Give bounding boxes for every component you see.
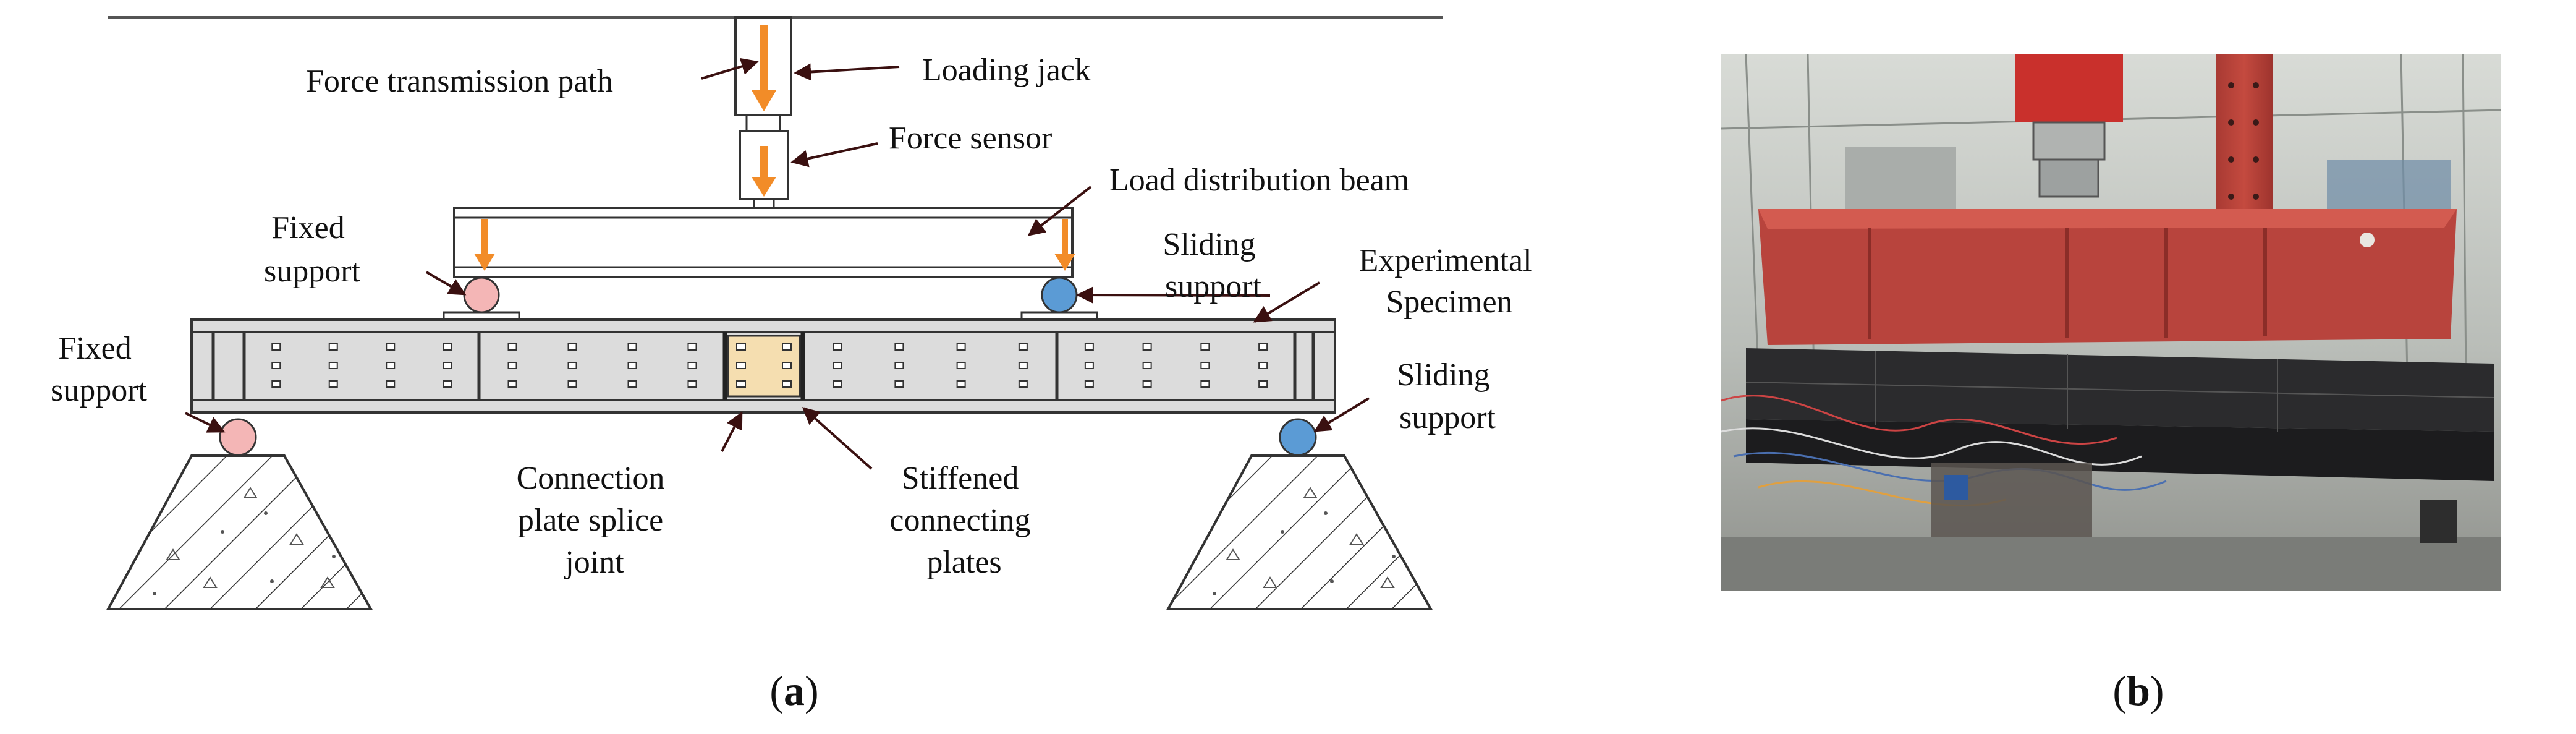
test-setup-photo	[1721, 54, 2501, 591]
load-distribution-beam	[453, 207, 1074, 278]
bolt-hole	[1084, 380, 1094, 388]
bolt-hole	[956, 343, 966, 351]
sliding-support-bottom-roller	[1279, 418, 1317, 456]
bolt-hole	[1084, 362, 1094, 369]
bolt-hole	[956, 362, 966, 369]
bolt-hole	[1084, 343, 1094, 351]
leader-lines	[185, 58, 1370, 470]
label-fixed-support-top: Fixed support	[264, 210, 361, 289]
panel-b-photo	[1721, 54, 2501, 591]
bolt-hole	[894, 362, 904, 369]
bolt-hole	[1018, 343, 1028, 351]
caption-b: (b)	[2112, 667, 2164, 714]
bolt-hole	[1018, 380, 1028, 388]
bolt-hole	[833, 343, 842, 351]
bolt-hole	[687, 380, 697, 388]
bolt-hole	[1200, 343, 1210, 351]
bolt-hole	[328, 380, 338, 388]
photo-red-jack	[2015, 54, 2123, 122]
fixed-support-top-roller	[463, 276, 500, 314]
label-stiffened-connecting-plates: Stiffened connecting plates	[889, 461, 1038, 580]
panel-a-schematic: Force transmission path Loading jack For…	[51, 16, 1540, 714]
caption-a: (a)	[769, 667, 818, 714]
bolt-hole	[627, 343, 637, 351]
bolt-hole	[1142, 380, 1152, 388]
bolt-hole	[1142, 343, 1152, 351]
photo-red-beam	[1758, 209, 2457, 345]
bolt-hole	[328, 343, 338, 351]
bolt-hole	[687, 343, 697, 351]
label-sliding-support-bottom: Sliding support	[1397, 357, 1498, 435]
bolt-hole	[1258, 362, 1268, 369]
bolt-hole	[328, 362, 338, 369]
bolt-hole	[271, 362, 281, 369]
bolt-hole	[894, 343, 904, 351]
sliding-support-top-roller	[1041, 276, 1078, 314]
bolt-hole	[507, 380, 517, 388]
bolt-hole	[443, 343, 452, 351]
label-loading-jack: Loading jack	[922, 53, 1091, 88]
bolt-hole	[1200, 362, 1210, 369]
label-force-transmission-path: Force transmission path	[306, 64, 613, 99]
bolt-hole	[833, 362, 842, 369]
bolt-hole	[894, 380, 904, 388]
bolt-hole	[386, 380, 396, 388]
bolt-hole	[1018, 362, 1028, 369]
bolt-hole	[833, 380, 842, 388]
left-concrete-pedestal	[106, 454, 373, 610]
bolt-hole	[956, 380, 966, 388]
bolt-hole	[567, 362, 577, 369]
bolt-hole	[271, 380, 281, 388]
bolt-hole	[1258, 380, 1268, 388]
bolt-hole	[627, 380, 637, 388]
experimental-specimen	[190, 318, 1336, 414]
bolt-hole	[386, 362, 396, 369]
right-concrete-pedestal	[1166, 454, 1433, 610]
bolt-hole	[1142, 362, 1152, 369]
bolt-hole	[1200, 380, 1210, 388]
label-load-distribution-beam: Load distribution beam	[1109, 163, 1409, 198]
bolt-hole	[386, 343, 396, 351]
bolt-hole	[567, 343, 577, 351]
bolt-hole	[627, 362, 637, 369]
bolt-hole	[1258, 343, 1268, 351]
label-sliding-support-top: Sliding support	[1163, 227, 1263, 304]
bolt-hole	[687, 362, 697, 369]
bolt-hole	[271, 343, 281, 351]
bolt-hole	[567, 380, 577, 388]
label-fixed-support-bottom: Fixed support	[51, 331, 148, 408]
bolt-hole	[443, 380, 452, 388]
bolt-hole	[443, 362, 452, 369]
bolt-hole	[507, 362, 517, 369]
label-experimental-specimen: Experimental Specimen	[1358, 243, 1540, 320]
fixed-support-bottom-roller	[219, 418, 257, 456]
bolt-hole	[507, 343, 517, 351]
label-connection-plate-splice-joint: Connection plate splice joint	[517, 461, 673, 580]
label-force-sensor: Force sensor	[889, 121, 1052, 156]
force-arrows	[474, 25, 1075, 271]
